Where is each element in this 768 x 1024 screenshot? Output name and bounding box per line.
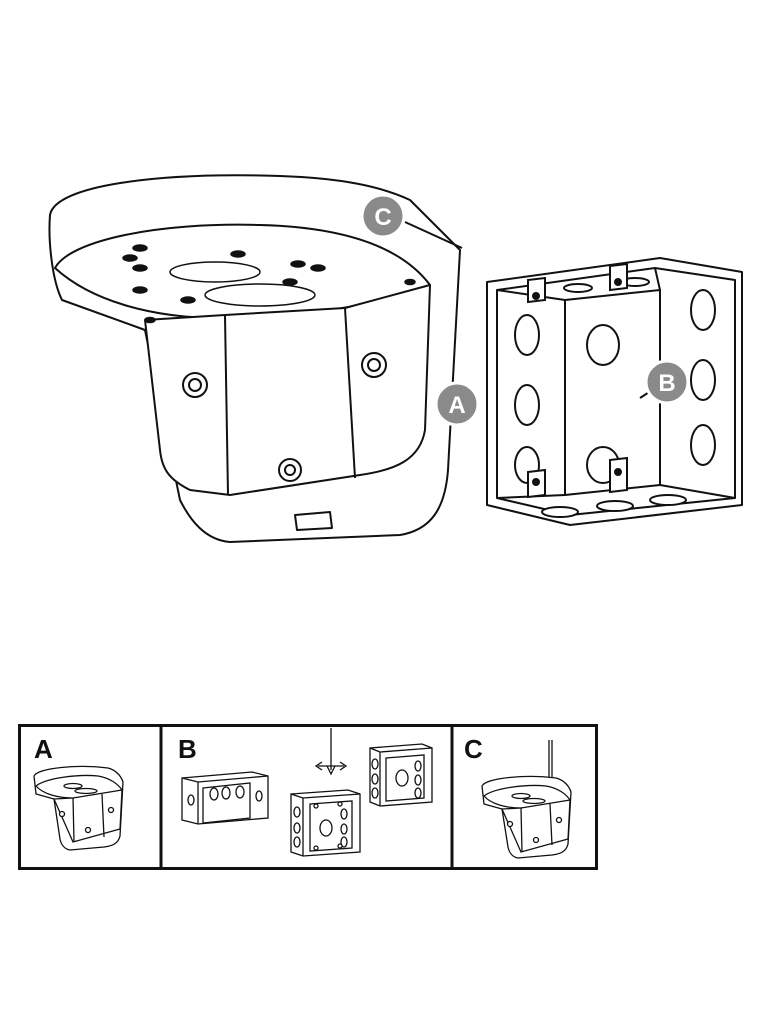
small-box-icon [369,743,433,807]
panel-b: B [178,728,433,857]
bracket-screws [182,352,387,482]
double-box-icon [181,771,269,825]
panel-b-label: B [178,734,197,764]
panel-c: C [464,734,572,859]
bracket-icon [33,765,124,851]
panel-c-label: C [464,734,483,764]
direction-arrows-icon [314,728,348,776]
wall-mount-bracket-icon [48,174,461,543]
panel-a: A [33,734,124,851]
bracket-mount-holes [122,244,416,324]
junction-box-icon [486,257,743,526]
bracket-cable-icon [481,740,572,859]
callout-a: A [434,381,480,427]
panel-a-label: A [34,734,53,764]
panel-strip: A B [18,724,598,870]
callout-b-label: B [658,370,675,397]
callout-c: C [360,193,406,239]
callout-c-label: C [374,204,391,231]
box-mounting-tabs [527,262,628,499]
callout-b: B [644,359,690,405]
panel-frame [18,724,598,870]
callout-a-label: A [448,392,465,419]
square-box-icon [290,789,361,857]
main-illustration: C A B [48,174,743,543]
